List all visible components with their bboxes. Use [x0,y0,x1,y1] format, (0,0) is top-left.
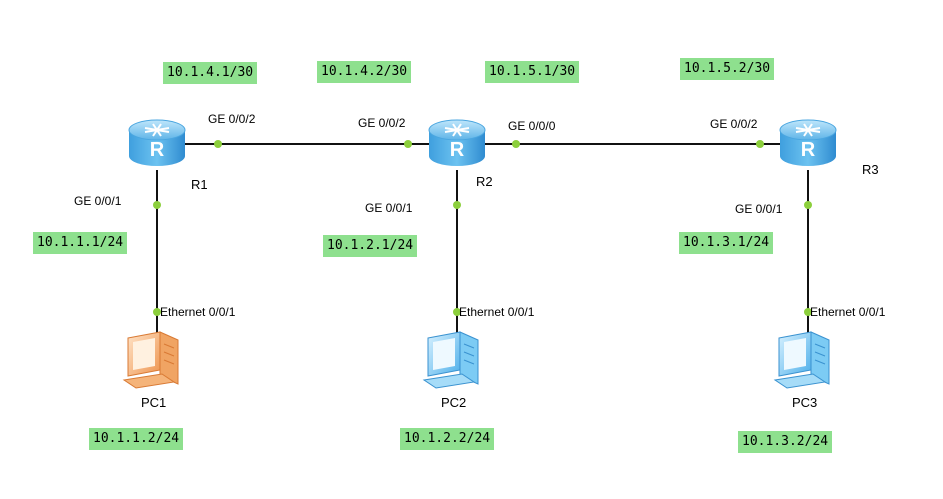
port-label-r2-ge001: GE 0/0/1 [365,201,413,215]
port-dot-pc1-eth [153,308,161,316]
port-label-pc3-eth: Ethernet 0/0/1 [810,305,886,319]
svg-text:R: R [801,139,816,161]
ip-label-r2-r3-r2side: 10.1.5.1/30 [485,61,580,83]
port-label-r3-ge001: GE 0/0/1 [735,202,783,216]
device-label-pc3: PC3 [792,395,818,410]
ip-label-pc2: 10.1.2.2/24 [400,428,495,450]
port-dot-pc3-eth [804,308,812,316]
ip-label-r1-lan: 10.1.1.1/24 [33,232,128,254]
port-dot-r3-ge001 [804,201,812,209]
device-label-pc2: PC2 [441,395,467,410]
ip-label-r3-lan: 10.1.3.1/24 [679,232,774,254]
port-dot-pc2-eth [453,308,461,316]
ip-label-pc1: 10.1.1.2/24 [89,428,184,450]
ip-label-r2-r3-r3side: 10.1.5.2/30 [680,58,775,80]
router-icon[interactable]: R [128,119,186,166]
device-label-r3: R3 [862,162,879,177]
port-dot-r1-ge001 [153,201,161,209]
pc-icon[interactable] [773,331,830,389]
pc-icon[interactable] [422,331,479,389]
ip-label-r1-r2-r1side: 10.1.4.1/30 [163,62,258,84]
pc-icon[interactable] [122,331,179,389]
port-label-pc2-eth: Ethernet 0/0/1 [459,305,535,319]
port-label-r3-ge002: GE 0/0/2 [710,117,758,131]
router-icon[interactable]: R [779,119,837,166]
device-label-r2: R2 [476,174,493,189]
port-label-r1-ge001: GE 0/0/1 [74,194,122,208]
port-dot-r1-ge002 [214,140,222,148]
port-dot-r3-ge002 [756,140,764,148]
device-label-pc1: PC1 [141,395,167,410]
port-dot-r2-ge001 [453,201,461,209]
port-label-r2-ge000: GE 0/0/0 [508,119,556,133]
links [156,143,809,340]
ip-label-r2-lan: 10.1.2.1/24 [323,235,418,257]
port-dot-r2-ge002 [404,140,412,148]
device-label-r1: R1 [191,177,208,192]
port-label-pc1-eth: Ethernet 0/0/1 [160,305,236,319]
port-dot-r2-ge000 [512,140,520,148]
port-dots [153,140,812,316]
ip-label-r1-r2-r2side: 10.1.4.2/30 [317,61,412,83]
port-label-r1-ge002: GE 0/0/2 [208,112,256,126]
svg-text:R: R [450,139,465,161]
ip-label-pc3: 10.1.3.2/24 [738,431,833,453]
router-icon[interactable]: R [428,119,486,166]
svg-text:R: R [150,139,165,161]
port-label-r2-ge002: GE 0/0/2 [358,116,406,130]
